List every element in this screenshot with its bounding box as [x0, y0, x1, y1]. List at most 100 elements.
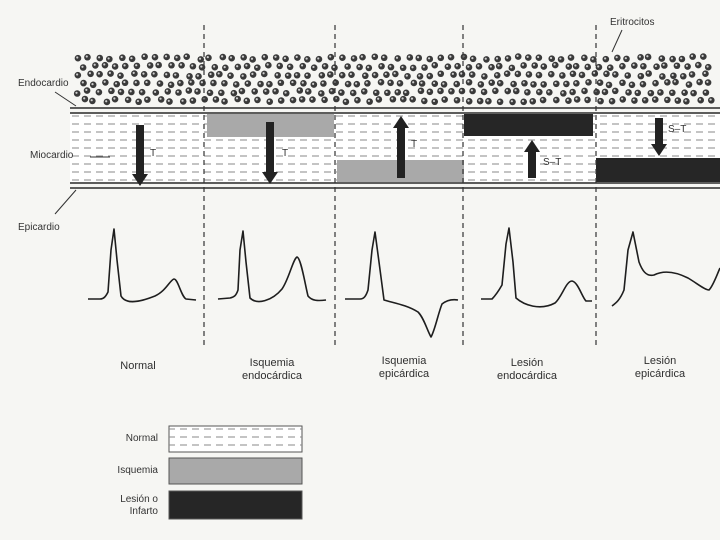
label-pointers	[54, 29, 623, 215]
erythrocyte	[166, 98, 173, 105]
erythrocyte	[84, 53, 91, 61]
erythrocyte	[476, 97, 484, 105]
erythrocyte	[140, 71, 148, 78]
erythrocyte	[254, 96, 261, 104]
erythrocyte	[133, 79, 140, 87]
erythrocyte	[124, 96, 132, 104]
erythrocyte	[348, 71, 355, 78]
column-label-isquemia-endocardica: Isquemia endocárdica	[212, 357, 332, 383]
erythrocyte	[296, 87, 304, 94]
erythrocyte	[596, 79, 604, 87]
erythrocyte	[380, 54, 388, 62]
erythrocyte	[688, 71, 696, 78]
erythrocyte	[240, 73, 247, 80]
erythrocyte	[151, 53, 159, 61]
erythrocyte	[87, 70, 94, 78]
erythrocyte	[289, 79, 297, 87]
erythrocyte	[266, 98, 274, 106]
arrow-label-lesion-epi: S–T	[668, 124, 687, 135]
erythrocyte	[595, 63, 603, 71]
erythrocyte	[339, 54, 346, 62]
erythrocyte	[234, 63, 242, 71]
erythrocyte	[175, 89, 182, 96]
column-label-line2: epicárdica	[634, 368, 686, 380]
erythrocyte	[101, 61, 109, 69]
erythrocyte	[146, 62, 154, 69]
erythrocyte	[338, 71, 346, 79]
erythrocyte	[151, 70, 158, 78]
erythrocyte	[298, 96, 306, 103]
erythrocyte	[441, 96, 448, 103]
erythrocyte	[265, 61, 272, 69]
erythrocyte	[606, 64, 614, 72]
erythrocyte	[567, 54, 575, 61]
erythrocyte	[702, 70, 709, 77]
vector-arrow	[651, 118, 667, 156]
erythrocyte	[96, 54, 104, 62]
erythrocyte	[384, 89, 391, 97]
erythrocyte	[611, 87, 619, 95]
erythrocyte	[454, 62, 461, 70]
erythrocyte	[465, 78, 473, 86]
erythrocyte	[465, 64, 473, 71]
erythrocyte	[525, 71, 533, 78]
erythrocyte	[73, 90, 81, 97]
erythrocyte	[177, 79, 184, 87]
erythrocyte	[572, 62, 580, 70]
erythrocyte	[344, 63, 351, 70]
erythrocyte	[426, 88, 434, 96]
erythrocyte	[447, 53, 455, 61]
erythrocyte	[669, 89, 676, 97]
erythrocyte	[144, 96, 151, 103]
erythrocyte	[689, 53, 696, 60]
erythrocyte	[107, 70, 114, 77]
erythrocyte	[651, 96, 659, 103]
erythrocyte	[338, 89, 345, 96]
erythrocyte	[327, 71, 334, 78]
column-label-line1: Isquemia	[249, 357, 295, 369]
erythrocyte	[645, 70, 652, 77]
erythrocyte	[504, 87, 512, 95]
erythrocyte	[128, 55, 136, 63]
erythrocyte	[179, 98, 187, 105]
erythrocyte	[197, 56, 205, 63]
erythrocyte	[309, 96, 316, 103]
erythrocyte	[168, 61, 175, 69]
erythrocyte	[216, 70, 223, 78]
erythrocyte	[628, 81, 636, 89]
erythrocyte	[597, 97, 604, 105]
erythrocyte	[218, 89, 225, 97]
arrow-label-lesion-endo: S–T	[543, 157, 562, 168]
erythrocyte	[696, 78, 703, 86]
erythrocyte	[409, 96, 416, 103]
erythrocyte	[623, 55, 630, 63]
legend-label-line1: Isquemia	[117, 465, 158, 476]
erythrocyte	[96, 70, 103, 78]
epicardio-pointer	[54, 189, 77, 215]
erythrocyte	[431, 98, 439, 106]
erythrocyte	[581, 54, 588, 62]
erythrocyte	[189, 62, 197, 70]
erythrocyte	[396, 80, 404, 87]
column-label-line1: Lesión	[643, 355, 677, 367]
erythrocyte	[274, 72, 281, 79]
erythrocyte	[95, 88, 103, 96]
erythrocyte	[272, 54, 280, 61]
erythrocyte	[450, 71, 457, 78]
erythrocyte	[415, 54, 423, 62]
erythrocyte	[440, 81, 448, 88]
erythrocyte	[640, 62, 647, 70]
erythrocyte	[111, 63, 119, 70]
erythrocyte	[704, 63, 712, 71]
erythrocyte	[375, 96, 383, 103]
legend-swatch-normal-pattern	[169, 426, 302, 452]
erythrocyte	[565, 63, 573, 70]
erythrocyte	[647, 89, 655, 97]
erythrocyte	[234, 95, 241, 103]
erythrocyte	[488, 63, 495, 71]
erythrocyte	[624, 72, 632, 79]
arrow-label-isquemia-epi: T	[411, 139, 418, 150]
erythrocyte	[189, 97, 197, 104]
erythrocyte	[521, 79, 528, 87]
erythrocyte	[661, 62, 668, 69]
